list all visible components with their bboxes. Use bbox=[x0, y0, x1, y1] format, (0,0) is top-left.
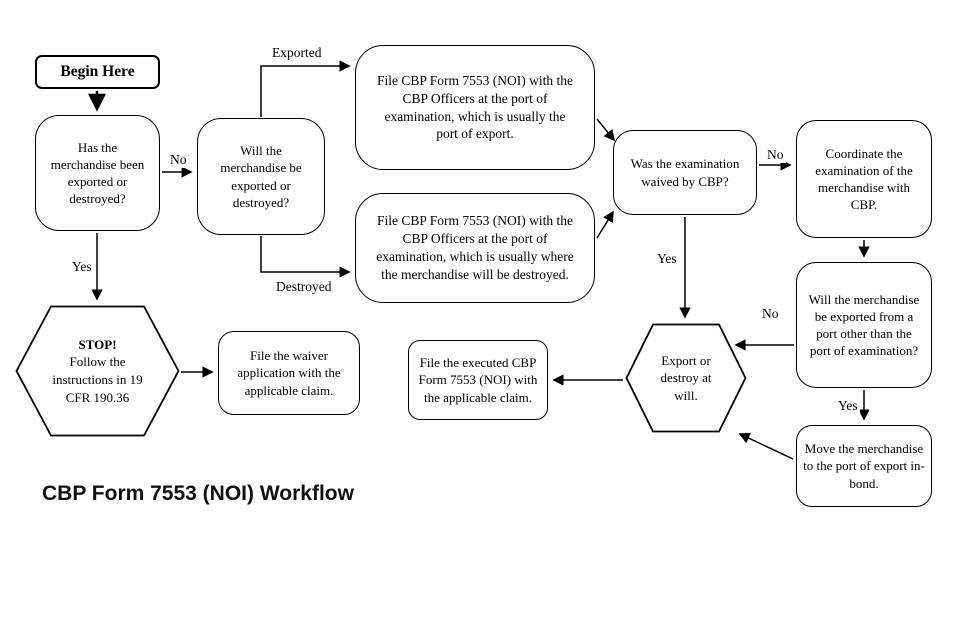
file-noi-export-label: File CBP Form 7553 (NOI) with the CBP Of… bbox=[376, 72, 573, 142]
export-or-destroy-label: Export or destroy at will. bbox=[660, 352, 712, 403]
connector-move-to-hex bbox=[738, 432, 794, 460]
begin-here-label: Begin Here bbox=[60, 62, 135, 80]
stop-text: STOP! Follow the instructions in 19 CFR … bbox=[15, 305, 180, 437]
stop-title: STOP! bbox=[78, 336, 117, 352]
has-merchandise-label: Has the merchandise been exported or des… bbox=[50, 139, 145, 207]
edge-label-destroyed: Destroyed bbox=[274, 279, 334, 295]
node-file-noi-destroy: File CBP Form 7553 (NOI) with the CBP Of… bbox=[355, 193, 595, 303]
edge-label-yes-port: Yes bbox=[836, 398, 860, 414]
edge-label-yes-has: Yes bbox=[70, 259, 94, 275]
connector-will-to-filedestroy bbox=[260, 236, 351, 278]
file-waiver-label: File the waiver application with the app… bbox=[237, 348, 341, 398]
will-merchandise-label: Will the merchandise be exported or dest… bbox=[220, 143, 302, 210]
coordinate-examination-label: Coordinate the examination of the mercha… bbox=[815, 145, 913, 213]
connector-fileexport-to-waived bbox=[596, 118, 616, 142]
node-move-in-bond: Move the merchandise to the port of expo… bbox=[796, 425, 932, 507]
node-file-waiver: File the waiver application with the app… bbox=[218, 331, 360, 415]
hexagon-shape bbox=[625, 323, 747, 433]
node-file-executed: File the executed CBP Form 7553 (NOI) wi… bbox=[408, 340, 548, 420]
port-other-label: Will the merchandise be exported from a … bbox=[808, 291, 920, 359]
edge-label-no-port: No bbox=[760, 306, 781, 322]
file-noi-destroy-label: File CBP Form 7553 (NOI) with the CBP Of… bbox=[376, 213, 574, 282]
node-has-merchandise-question: Has the merchandise been exported or des… bbox=[35, 115, 160, 231]
node-coordinate-examination: Coordinate the examination of the mercha… bbox=[796, 120, 932, 238]
edge-label-exported: Exported bbox=[270, 45, 324, 61]
edge-label-no-has: No bbox=[168, 152, 189, 168]
edge-label-no-waived: No bbox=[765, 147, 786, 163]
node-will-merchandise-question: Will the merchandise be exported or dest… bbox=[197, 118, 325, 235]
node-file-noi-export: File CBP Form 7553 (NOI) with the CBP Of… bbox=[355, 45, 595, 170]
stop-body: Follow the instructions in 19 CFR 190.36 bbox=[52, 354, 143, 405]
node-examination-waived-question: Was the examination waived by CBP? bbox=[613, 130, 757, 215]
node-export-or-destroy: Export or destroy at will. bbox=[625, 323, 747, 433]
connector-will-to-fileexport bbox=[260, 60, 351, 117]
node-begin-here: Begin Here bbox=[35, 55, 160, 89]
examination-waived-label: Was the examination waived by CBP? bbox=[630, 156, 740, 189]
move-in-bond-label: Move the merchandise to the port of expo… bbox=[803, 441, 925, 491]
node-port-other-question: Will the merchandise be exported from a … bbox=[796, 262, 932, 388]
connector-filedestroy-to-waived bbox=[596, 210, 614, 239]
edge-label-yes-waived: Yes bbox=[655, 251, 679, 267]
node-stop: STOP! Follow the instructions in 19 CFR … bbox=[15, 305, 180, 437]
file-executed-label: File the executed CBP Form 7553 (NOI) wi… bbox=[418, 355, 538, 405]
hexagon-shape bbox=[15, 305, 180, 437]
diagram-title: CBP Form 7553 (NOI) Workflow bbox=[42, 482, 354, 505]
